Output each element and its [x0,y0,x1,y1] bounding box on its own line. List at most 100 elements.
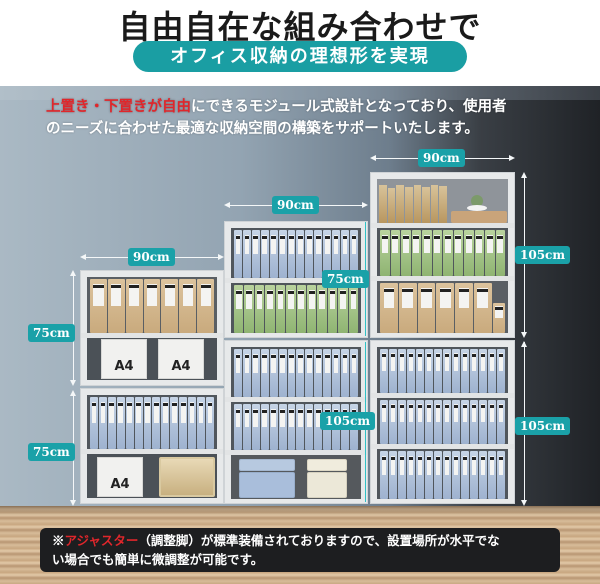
arrow-right-icon [362,202,368,208]
binder [90,397,98,449]
left-bottom-cabinet: A4 [80,388,224,504]
binder [474,230,484,276]
description: 上置き・下置きが自由にできるモジュール式設計となっており、使用者 のニーズに合わ… [46,96,566,140]
binder [348,285,359,333]
binder [278,349,287,397]
binder [306,285,317,333]
binder [464,230,474,276]
binder [389,349,397,393]
binder [269,404,278,450]
binder [260,404,269,450]
binder [179,397,188,449]
kraft-binder-row [87,277,217,333]
description-line1: にできるモジュール式設計となっており、使用者 [191,98,507,115]
binder [286,285,296,333]
page-title: 自由自在な組み合わせで [118,8,482,46]
document-tray [159,457,215,497]
binder [488,451,496,499]
binder [188,397,197,449]
note-line1: （調整脚）が標準装備されておりますので、設置場所が水平でな [138,533,500,548]
binder [488,400,496,444]
binder [296,404,305,450]
binder [443,230,453,276]
binder [152,397,161,449]
middle-width-label: 90cm [272,196,319,214]
binder [327,285,338,333]
binder [251,349,260,397]
binder [269,230,278,278]
binder [401,230,411,276]
binder [161,279,179,333]
shelf-divider [81,333,223,338]
binder [305,349,314,397]
binder [416,349,424,393]
binder [479,451,487,499]
arrow-left-icon [370,155,376,161]
binder [495,230,505,276]
book [396,185,404,223]
shelf-divider [371,393,514,398]
binder [417,283,436,333]
binder [416,451,424,499]
right-top-height-label: 105cm [515,246,571,264]
binder [398,400,406,444]
binder [407,451,415,499]
header: 自由自在な組み合わせで オフィス収納の理想形を実現 [0,0,600,86]
binder [107,279,125,333]
kraft-binder-row [377,281,508,333]
binder [485,230,495,276]
arrow-up-icon [70,390,76,396]
book [430,185,439,223]
a4-box: A4 [158,339,204,379]
binder [434,349,442,393]
binder [305,404,314,450]
subtitle-badge: オフィス収納の理想形を実現 [133,41,467,72]
binder [398,451,406,499]
binder [251,404,260,450]
blue-binder-row [231,228,361,278]
arrow-down-icon [70,500,76,506]
binder [443,400,451,444]
binder [497,400,505,444]
binder [411,230,421,276]
arrow-left-icon [80,254,86,260]
right-bottom-height-label: 105cm [515,417,571,435]
books [379,185,447,223]
arrow-right-icon [218,254,224,260]
right-width-label: 90cm [418,149,465,167]
book [404,186,413,223]
arrow-down-icon [521,500,527,506]
right-bottom-cabinet [370,340,515,504]
binder [398,283,417,333]
plant-pot [467,205,487,211]
white-storage-bin [307,459,347,471]
binder [296,230,305,278]
arrow-down-icon [521,332,527,338]
wall-band [0,86,600,100]
shelf-divider [81,449,223,454]
binder [332,349,341,397]
binder [305,230,314,278]
binder [287,349,296,397]
note-line2: い場合でも簡単に微調整が可能です。 [52,552,264,567]
binder [422,230,432,276]
a4-box: A4 [97,457,143,497]
binder [349,349,358,397]
binder [470,349,478,393]
arrow-down-icon [70,380,76,386]
binder [234,349,242,397]
binder [234,230,242,278]
binder [416,400,424,444]
binder [260,230,269,278]
binder [425,349,433,393]
binder [341,349,349,397]
binder [278,404,287,450]
middle-top-height-label: 75cm [322,270,369,288]
binder [432,230,442,276]
shelf-divider [225,278,367,283]
book [387,188,396,223]
binder [380,349,388,393]
blue-binder-row [377,347,508,393]
description-line2: のニーズに合わせた最適な収納空間の構築をサポートいたします。 [46,120,479,137]
left-bottom-height-label: 75cm [28,443,75,461]
